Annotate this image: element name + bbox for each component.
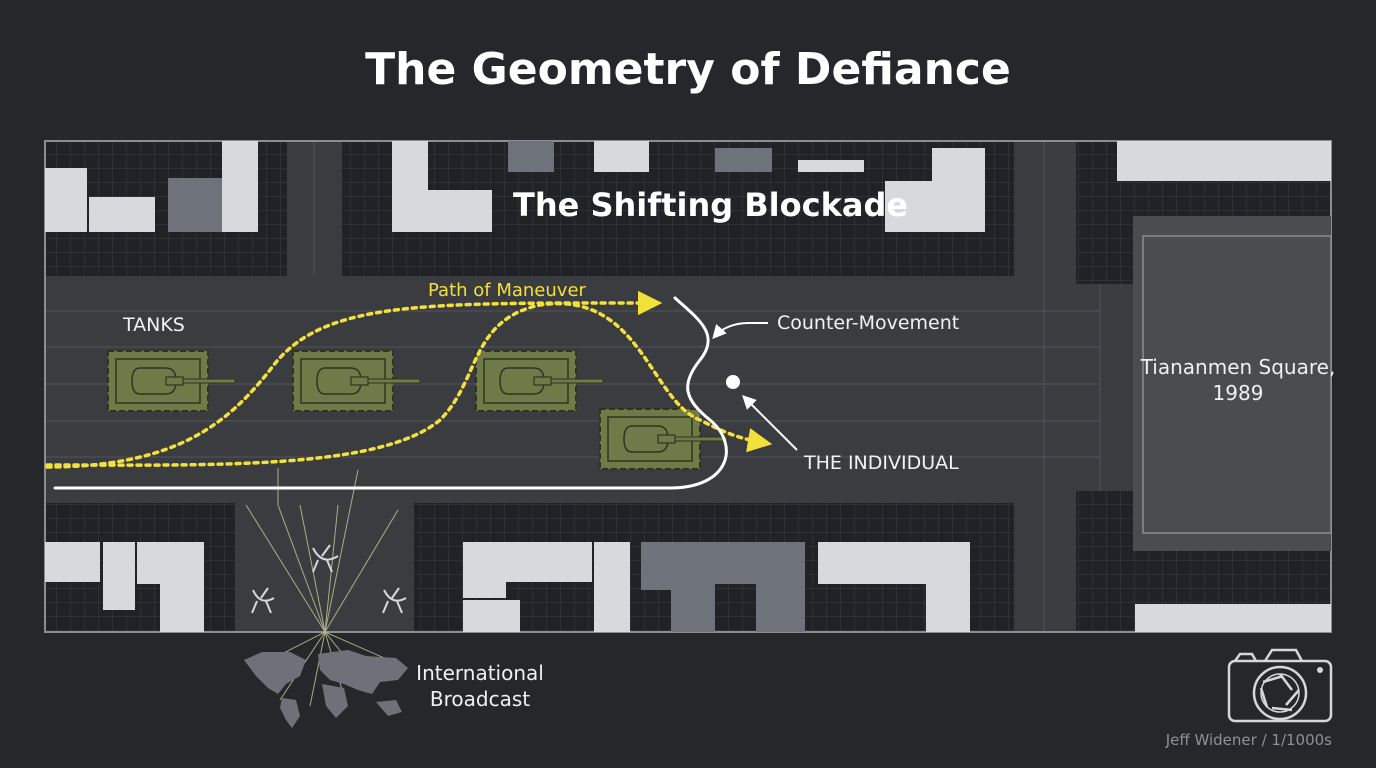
satellite-dish-icon bbox=[382, 587, 407, 614]
counter-movement-arrow bbox=[712, 322, 768, 340]
buildings-north bbox=[45, 141, 1331, 232]
world-map-icon bbox=[244, 650, 408, 728]
page-title: The Geometry of Defiance bbox=[365, 44, 1011, 95]
blockade-title: The Shifting Blockade bbox=[513, 186, 909, 224]
path-of-maneuver bbox=[45, 290, 773, 469]
tank-1 bbox=[107, 350, 236, 412]
satellite-dish-icon bbox=[312, 544, 339, 573]
counter-movement-label: Counter-Movement bbox=[777, 312, 960, 334]
city-block bbox=[1076, 216, 1133, 284]
international-broadcast-label: International Broadcast bbox=[416, 661, 544, 711]
city-block bbox=[1076, 491, 1133, 551]
tank-4 bbox=[599, 408, 728, 470]
path-of-maneuver-label: Path of Maneuver bbox=[428, 280, 586, 301]
individual-arrow bbox=[742, 395, 798, 451]
individual-label: THE INDIVIDUAL bbox=[804, 452, 959, 474]
satellite-dish-icon bbox=[251, 587, 275, 614]
counter-movement-path bbox=[53, 296, 728, 490]
individual-marker bbox=[726, 375, 740, 389]
tank-2 bbox=[292, 350, 421, 412]
tiananmen-square-label: Tiananmen Square, 1989 bbox=[1140, 355, 1336, 405]
tank-3 bbox=[475, 350, 604, 412]
photo-credit: Jeff Widener / 1/1000s bbox=[1165, 731, 1332, 749]
tiananmen-square bbox=[1133, 216, 1332, 551]
tanks-label: TANKS bbox=[123, 314, 185, 336]
camera-aperture-icon bbox=[1227, 648, 1333, 723]
buildings-south bbox=[45, 542, 1331, 632]
